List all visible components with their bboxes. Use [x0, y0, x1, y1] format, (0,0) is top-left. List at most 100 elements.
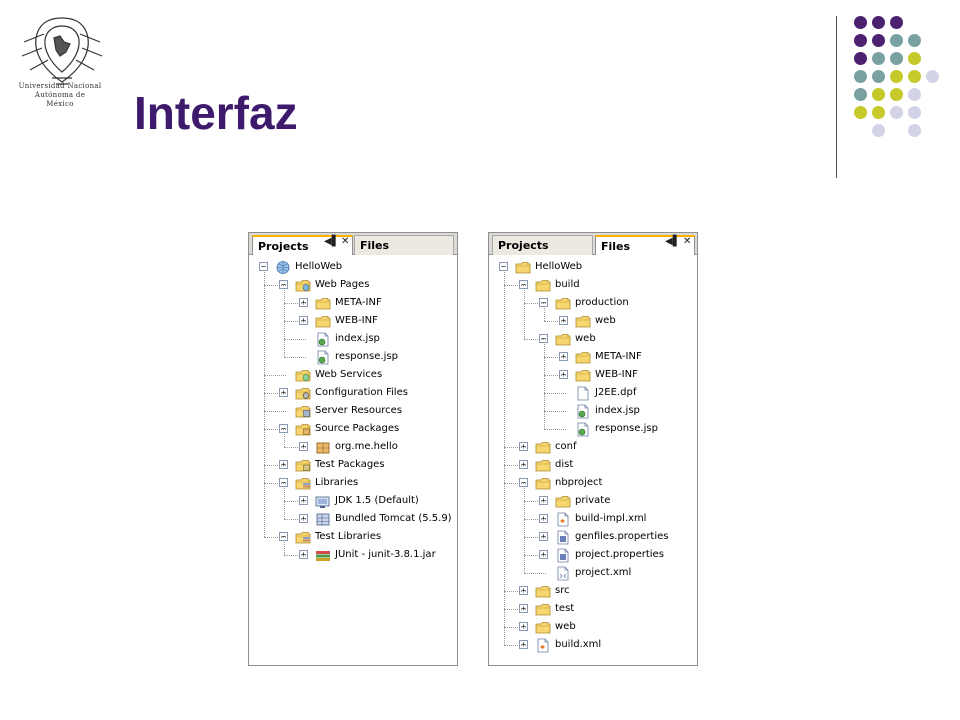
- expand-icon[interactable]: +: [519, 640, 528, 649]
- folder-icon: [515, 260, 531, 274]
- tree-node[interactable]: +src: [489, 582, 697, 600]
- expand-icon[interactable]: +: [539, 496, 548, 505]
- tab-files[interactable]: Files: [354, 235, 454, 255]
- tree-node[interactable]: +Configuration Files: [249, 384, 457, 402]
- tree-node[interactable]: + test: [489, 600, 697, 618]
- expand-icon[interactable]: +: [299, 316, 308, 325]
- tree-guide-line: [284, 339, 306, 340]
- source-packages-icon: [295, 422, 311, 436]
- tree-node[interactable]: +META-INF: [489, 348, 697, 366]
- tree-node[interactable]: +build-impl.xml: [489, 510, 697, 528]
- minimize-window-icon[interactable]: ◀▌: [324, 236, 340, 247]
- tab-projects[interactable]: Projects: [492, 235, 593, 255]
- collapse-icon[interactable]: −: [279, 280, 288, 289]
- tree-node[interactable]: +web: [489, 618, 697, 636]
- tree-node[interactable]: −HelloWeb: [489, 258, 697, 276]
- expand-icon[interactable]: +: [559, 352, 568, 361]
- tree-node-label: response.jsp: [595, 423, 658, 434]
- expand-icon[interactable]: +: [519, 622, 528, 631]
- tree-node-label: JDK 1.5 (Default): [335, 495, 419, 506]
- close-icon[interactable]: ✕: [683, 236, 692, 247]
- tree-node[interactable]: −Test Libraries: [249, 528, 457, 546]
- tree-node[interactable]: response.jsp: [249, 348, 457, 366]
- expand-icon[interactable]: +: [519, 586, 528, 595]
- tree-node[interactable]: +Bundled Tomcat (5.5.9): [249, 510, 457, 528]
- tree-guide-line: [264, 483, 286, 484]
- tree-node[interactable]: +org.me.hello: [249, 438, 457, 456]
- expand-icon[interactable]: +: [299, 514, 308, 523]
- collapse-icon[interactable]: −: [519, 280, 528, 289]
- tree-node[interactable]: −Source Packages: [249, 420, 457, 438]
- tree-node[interactable]: +WEB-INF: [249, 312, 457, 330]
- expand-icon[interactable]: +: [519, 604, 528, 613]
- tree-node[interactable]: −nbproject: [489, 474, 697, 492]
- collapse-icon[interactable]: −: [519, 478, 528, 487]
- expand-icon[interactable]: +: [279, 388, 288, 397]
- file-icon: [575, 386, 591, 401]
- tree-node-label: dist: [555, 459, 574, 470]
- tree-node[interactable]: −HelloWeb: [249, 258, 457, 276]
- tree-node[interactable]: −production: [489, 294, 697, 312]
- tree-node[interactable]: +META-INF: [249, 294, 457, 312]
- tree-node-label: test: [555, 603, 575, 614]
- folder-icon: [535, 440, 551, 454]
- tree-guide-line: [284, 555, 306, 556]
- tree-node[interactable]: +JUnit - junit-3.8.1.jar: [249, 546, 457, 564]
- decorative-dot: [890, 52, 903, 65]
- tree-guide-line: [524, 303, 546, 304]
- properties-file-icon: [555, 530, 571, 545]
- files-window-tabbar: Projects Files ◀▌ ✕: [489, 233, 697, 256]
- tree-node[interactable]: +web: [489, 312, 697, 330]
- expand-icon[interactable]: +: [299, 550, 308, 559]
- tree-node[interactable]: +build.xml: [489, 636, 697, 654]
- jsp-file-icon: [575, 422, 591, 437]
- tree-node[interactable]: + JDK 1.5 (Default): [249, 492, 457, 510]
- expand-icon[interactable]: +: [299, 298, 308, 307]
- decorative-dot: [854, 34, 867, 47]
- tree-node[interactable]: −web: [489, 330, 697, 348]
- collapse-icon[interactable]: −: [279, 532, 288, 541]
- collapse-icon[interactable]: −: [539, 298, 548, 307]
- tab-projects-label: Projects: [258, 240, 309, 253]
- tree-node[interactable]: +project.properties: [489, 546, 697, 564]
- tree-guide-line: [284, 434, 285, 447]
- tree-node[interactable]: +conf: [489, 438, 697, 456]
- expand-icon[interactable]: +: [279, 460, 288, 469]
- tree-node[interactable]: Server Resources: [249, 402, 457, 420]
- expand-icon[interactable]: +: [559, 316, 568, 325]
- expand-icon[interactable]: +: [519, 460, 528, 469]
- tree-node[interactable]: project.xml: [489, 564, 697, 582]
- expand-icon[interactable]: +: [299, 496, 308, 505]
- tree-guide-line: [504, 645, 526, 646]
- tree-node[interactable]: index.jsp: [249, 330, 457, 348]
- tree-node[interactable]: −Libraries: [249, 474, 457, 492]
- expand-icon[interactable]: +: [539, 532, 548, 541]
- collapse-icon[interactable]: −: [279, 478, 288, 487]
- tree-node[interactable]: +WEB-INF: [489, 366, 697, 384]
- tree-node[interactable]: −build: [489, 276, 697, 294]
- tree-node[interactable]: + dist: [489, 456, 697, 474]
- tree-node[interactable]: J2EE.dpf: [489, 384, 697, 402]
- expand-icon[interactable]: +: [559, 370, 568, 379]
- close-icon[interactable]: ✕: [341, 236, 350, 247]
- collapse-icon[interactable]: −: [259, 262, 268, 271]
- minimize-window-icon[interactable]: ◀▌: [665, 236, 681, 247]
- tree-node[interactable]: + genfiles.properties: [489, 528, 697, 546]
- tree-node[interactable]: response.jsp: [489, 420, 697, 438]
- tree-guide-line: [524, 555, 546, 556]
- tree-node[interactable]: −Web Pages: [249, 276, 457, 294]
- collapse-icon[interactable]: −: [499, 262, 508, 271]
- tree-node[interactable]: Web Services: [249, 366, 457, 384]
- tree-guide-line: [284, 519, 306, 520]
- tab-projects[interactable]: Projects: [252, 235, 353, 256]
- tree-node[interactable]: index.jsp: [489, 402, 697, 420]
- expand-icon[interactable]: +: [519, 442, 528, 451]
- expand-icon[interactable]: +: [539, 550, 548, 559]
- expand-icon[interactable]: +: [539, 514, 548, 523]
- expand-icon[interactable]: +: [299, 442, 308, 451]
- tree-node[interactable]: +private: [489, 492, 697, 510]
- collapse-icon[interactable]: −: [539, 334, 548, 343]
- tree-node-label: genfiles.properties: [575, 531, 669, 542]
- collapse-icon[interactable]: −: [279, 424, 288, 433]
- tree-node[interactable]: +Test Packages: [249, 456, 457, 474]
